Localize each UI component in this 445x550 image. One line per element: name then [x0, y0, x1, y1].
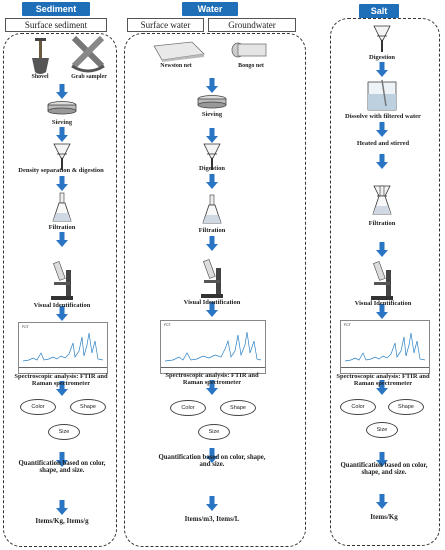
salt-step-quantification: Quantification based on color, shape, an…	[340, 462, 428, 476]
water-step-filtration: Filtration	[198, 227, 226, 234]
sieve-icon	[197, 95, 227, 109]
shovel-icon	[32, 38, 49, 74]
salt-title: Salt	[359, 4, 399, 18]
microscope-icon	[201, 259, 223, 298]
salt-step-heated: Heated and stirred	[356, 140, 410, 147]
microscope-icon	[371, 261, 393, 300]
sediment-subtitle: Surface sediment	[5, 18, 107, 32]
sediment-step-density: Density separation & digestion	[18, 167, 104, 174]
spectrum-axis	[19, 366, 107, 367]
sediment-step-visual: Visual Identification	[33, 302, 91, 309]
filtration-flask-icon	[202, 194, 222, 224]
water-spectrum-chart: FCT	[160, 320, 266, 374]
filtration-flask-icon	[372, 185, 392, 215]
water-step-digestion: Digestion	[199, 165, 225, 172]
salt-frame	[330, 18, 440, 546]
separatory-funnel-icon	[373, 25, 391, 52]
oval-size: Size	[198, 424, 230, 440]
water-title: Water	[182, 2, 238, 16]
salt-step-spectroscopy: Spectroscopic analysis: FTIR and Raman s…	[336, 373, 430, 387]
sediment-step-spectroscopy: Spectroscopic analysis: FTIR and Raman s…	[14, 373, 108, 387]
oval-shape: Shape	[220, 400, 256, 416]
salt-step-dissolve: Dissolve with filtered water	[345, 113, 421, 120]
filtration-flask-icon	[52, 192, 72, 222]
oval-color: Color	[340, 399, 376, 415]
sediment-spectrum-chart: FCT	[18, 322, 108, 374]
sediment-title: Sediment	[22, 2, 90, 16]
separatory-funnel-icon	[53, 143, 71, 170]
water-step-sieving: Sieving	[201, 111, 223, 118]
spectrum-title: FCT	[22, 325, 29, 329]
spectrum-line	[164, 331, 262, 362]
tool-bongo-net-label: Bongo net	[238, 63, 264, 69]
salt-step-digestion: Digestion	[369, 54, 395, 61]
sediment-step-quantification: Quantification based on color, shape, an…	[18, 460, 106, 474]
oval-shape: Shape	[388, 399, 424, 415]
tool-newston-net-label: Newston net	[160, 63, 192, 69]
sieve-icon	[47, 101, 77, 115]
sediment-step-sieving: Sieving	[51, 119, 73, 126]
oval-size: Size	[48, 424, 80, 440]
water-subtitle-surface: Surface water	[127, 18, 204, 32]
tool-shovel-label: Shovel	[31, 74, 49, 80]
oval-size: Size	[366, 422, 398, 438]
grab-sampler-icon	[71, 35, 105, 73]
salt-step-units: Items/Kg	[370, 513, 398, 521]
oval-color: Color	[170, 400, 206, 416]
sediment-step-units: Items/Kg, Items/g	[35, 517, 89, 525]
sediment-step-filtration: Filtration	[48, 224, 76, 231]
spectrum-axis	[341, 366, 429, 367]
oval-shape: Shape	[70, 399, 106, 415]
separatory-funnel-icon	[203, 143, 221, 170]
water-frame	[124, 33, 306, 547]
water-step-quantification: Quantification based on color, shape, an…	[158, 454, 266, 468]
spectrum-title: FCT	[164, 323, 171, 327]
spectrum-title: FCT	[344, 323, 351, 327]
bongo-net-icon	[231, 42, 267, 58]
beaker-icon	[367, 79, 397, 111]
water-step-units: Items/m3, Items/L	[184, 515, 240, 523]
microscope-icon	[51, 261, 73, 300]
newston-net-icon	[153, 41, 205, 62]
sediment-frame	[3, 33, 117, 547]
salt-step-filtration: Filtration	[368, 220, 396, 227]
oval-color: Color	[20, 399, 56, 415]
spectrum-line	[344, 332, 426, 362]
water-step-spectroscopy: Spectroscopic analysis: FTIR and Raman s…	[165, 372, 259, 386]
water-step-visual: Visual Identification	[183, 299, 241, 306]
spectrum-line	[22, 332, 104, 362]
spectrum-axis	[161, 366, 265, 367]
tool-grab-sampler-label: Grab sampler	[71, 74, 107, 80]
water-subtitle-ground: Groundwater	[208, 18, 296, 32]
salt-step-visual: Visual Identification	[354, 300, 412, 307]
salt-spectrum-chart: FCT	[340, 320, 430, 374]
